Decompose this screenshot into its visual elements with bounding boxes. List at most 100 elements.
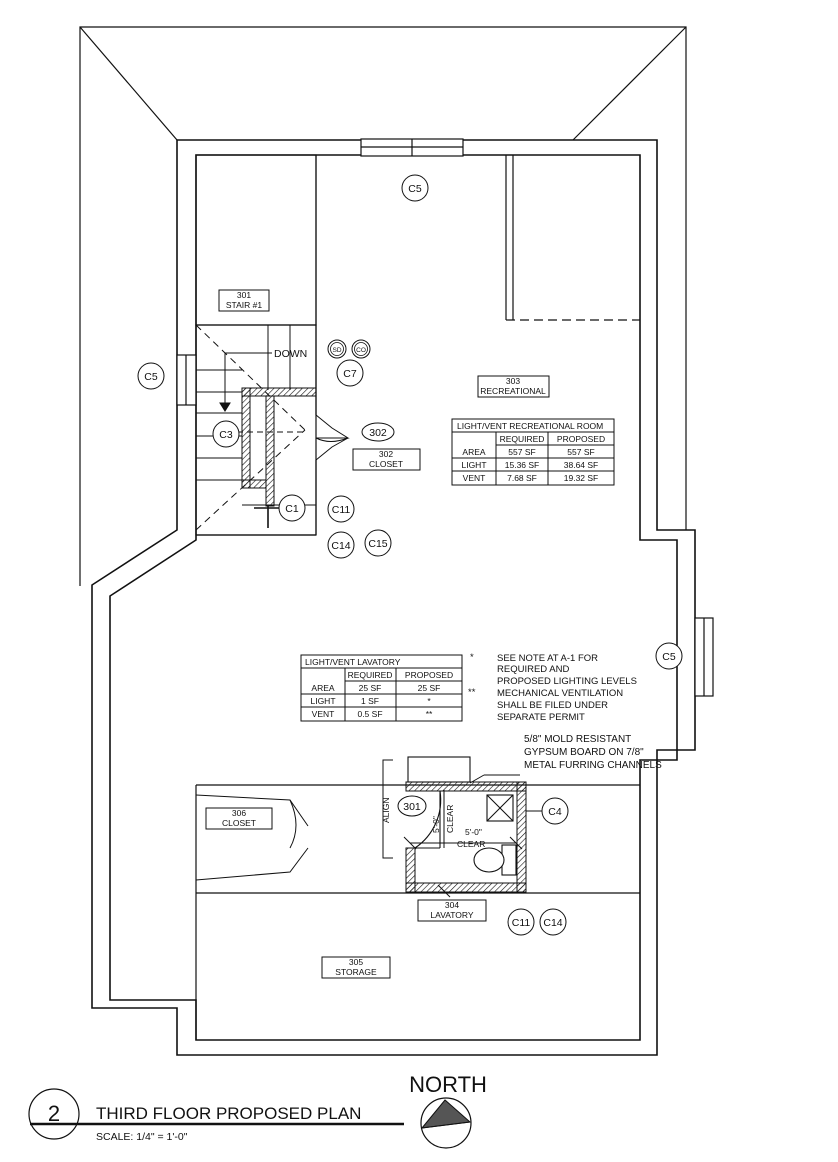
room-number: 306 [232,808,246,818]
co-detector-icon: CO [351,339,371,359]
table-cell: 19.32 SF [564,473,599,483]
roof-outline [79,26,687,586]
stair-graphic [195,324,316,531]
callout-c5-left [137,362,165,390]
table-cell: * [427,696,431,706]
callout-c3 [212,420,240,448]
door-tag-301: 301 [397,795,427,817]
table-cell: VENT [312,709,335,719]
room-label-305: 305 STORAGE [321,956,391,979]
callout-c15 [364,529,392,557]
svg-text:SD: SD [332,347,341,354]
svg-text:C1: C1 [285,503,299,515]
table-cell: VENT [463,473,486,483]
svg-text:C14: C14 [331,540,350,552]
svg-text:C4: C4 [548,806,562,818]
callout-c11-b [507,908,535,936]
clear-horizontal-word: CLEAR [457,839,485,849]
table-header: REQUIRED [348,670,393,680]
room-label-306: 306 CLOSET [205,807,273,830]
table-title: LIGHT/VENT LAVATORY [305,657,401,667]
callout-c11-a [327,495,355,523]
lavatory-fixtures [407,756,517,876]
title-block: 2 THIRD FLOOR PROPOSED PLAN SCALE: 1/4" … [28,1088,404,1143]
smoke-detector-icon: SD [327,339,347,359]
svg-text:C11: C11 [512,917,531,929]
recreational-light-vent-table: LIGHT/VENT RECREATIONAL ROOM REQUIRED PR… [451,418,615,486]
note-line: REQUIRED AND [497,664,569,675]
stair-down-label: DOWN [274,348,307,360]
top-window [360,138,464,157]
table-cell: LIGHT [310,696,335,706]
svg-text:C3: C3 [219,429,233,441]
svg-text:CO: CO [356,347,366,354]
svg-text:C7: C7 [343,368,357,380]
lavatory-dimensions [382,759,523,898]
table-header: PROPOSED [557,434,605,444]
svg-text:C14: C14 [543,917,562,929]
table-cell: 557 SF [508,447,535,457]
note-line: SEPARATE PERMIT [497,712,585,723]
table-title: LIGHT/VENT RECREATIONAL ROOM [457,421,603,431]
callout-c14-a [327,531,355,559]
note-star: * [470,652,474,663]
note-line: 5/8" MOLD RESISTANT [524,734,631,745]
callout-c7 [336,359,364,387]
north-label: NORTH [409,1072,487,1097]
room-name: CLOSET [369,459,403,469]
table-cell: 25 SF [418,683,441,693]
table-cell: LIGHT [461,460,486,470]
room-label-301: 301 STAIR #1 [218,289,270,312]
clear-horizontal-dim: 5'-0" [465,827,482,837]
drawing-number: 2 [48,1101,60,1126]
table-cell: 7.68 SF [507,473,537,483]
room-name: LAVATORY [430,910,473,920]
table-header: PROPOSED [405,670,453,680]
svg-text:C5: C5 [144,371,158,383]
left-window [176,354,197,406]
callouts [137,174,683,936]
room-number: 304 [445,900,459,910]
svg-text:C5: C5 [408,183,422,195]
align-label: ALIGN [381,797,391,823]
room-number: 303 [506,376,520,386]
table-cell: ** [426,709,433,719]
note-star: ** [468,687,476,698]
room-label-302: 302 CLOSET [352,448,421,471]
room-name: STAIR #1 [226,300,262,310]
lavatory-light-vent-table: LIGHT/VENT LAVATORY REQUIRED PROPOSED AR… [300,654,463,722]
note-line: PROPOSED LIGHTING LEVELS [497,676,637,687]
clear-vertical-dim: 5'-0" [431,816,441,833]
exterior-walls [91,139,696,1056]
svg-text:C11: C11 [332,504,351,516]
svg-text:302: 302 [369,427,387,439]
table-cell: 0.5 SF [357,709,382,719]
callout-c5-right [655,642,683,670]
table-cell: AREA [462,447,485,457]
closet-302-doors [315,414,350,461]
table-cell: 25 SF [359,683,382,693]
table-cell: 38.64 SF [564,460,599,470]
room-number: 305 [349,957,363,967]
note-line: METAL FURRING CHANNELS [524,760,662,771]
closet-306-doors [195,794,309,881]
note-line: MECHANICAL VENTILATION [497,688,623,699]
drawing-number-bubble [28,1088,80,1140]
room-name: RECREATIONAL [480,386,546,396]
table-cell: 1 SF [361,696,379,706]
svg-text:C15: C15 [368,538,387,550]
right-window [694,617,714,697]
interior-walls [195,154,640,1040]
room-name: STORAGE [335,967,377,977]
room-number: 302 [379,449,393,459]
gypsum-board-note: 5/8" MOLD RESISTANT GYPSUM BOARD ON 7/8"… [524,734,662,771]
lighting-ventilation-notes: * SEE NOTE AT A-1 FOR REQUIRED AND PROPO… [468,652,637,723]
table-header: REQUIRED [500,434,545,444]
north-arrow: NORTH [409,1072,487,1149]
clear-vertical-word: CLEAR [445,805,455,833]
stair-rail [241,387,317,507]
door-tag-302: 302 [361,422,395,442]
room-number: 301 [237,290,251,300]
drawing-title: THIRD FLOOR PROPOSED PLAN [96,1104,361,1123]
